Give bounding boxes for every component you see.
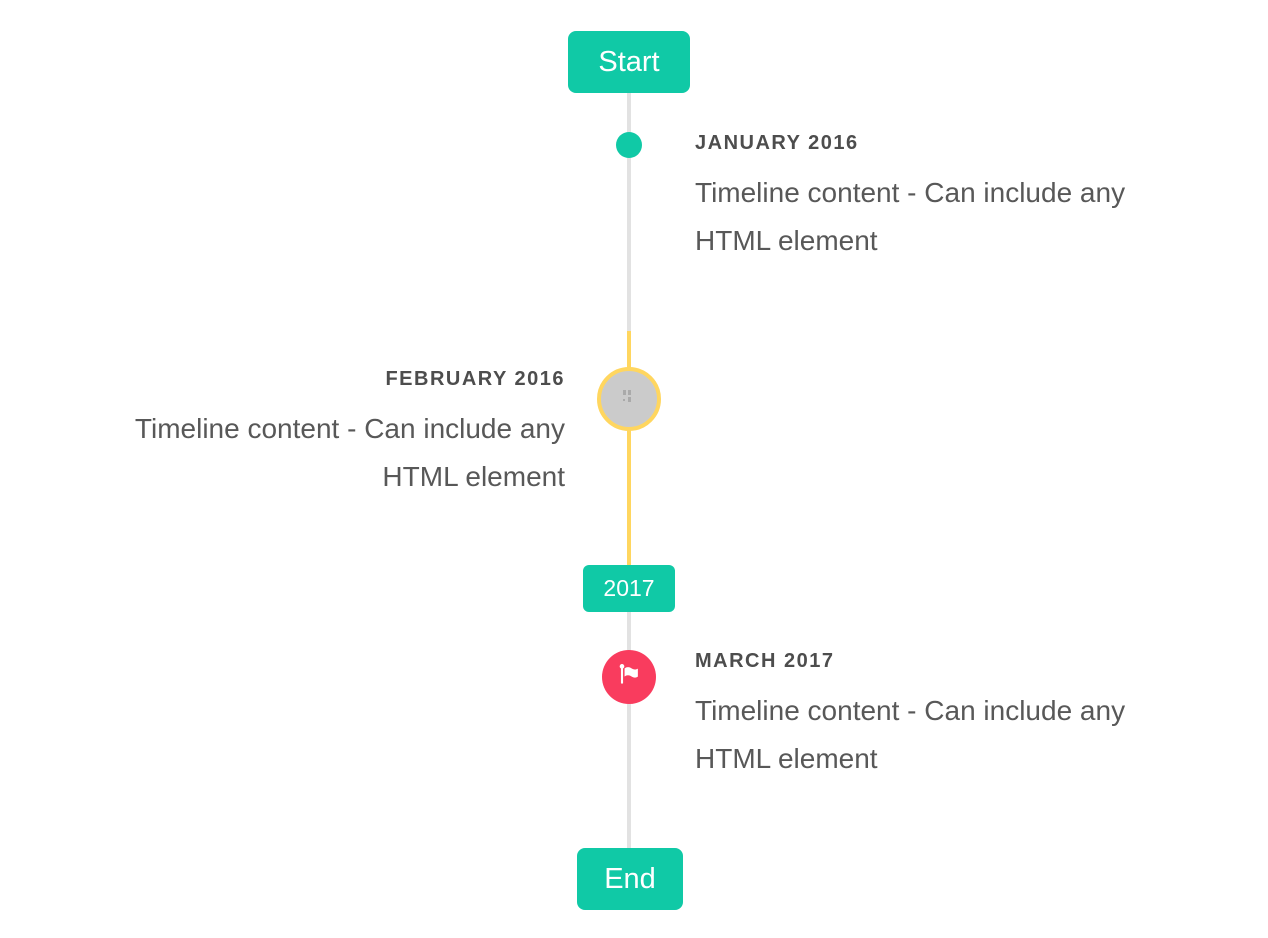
timeline-year-badge[interactable]: 2017	[583, 565, 675, 612]
broken-image-icon	[619, 388, 639, 410]
content-line: HTML element	[382, 461, 565, 492]
content-line: HTML element	[695, 743, 878, 774]
timeline-item-content: Timeline content - Can include any HTML …	[695, 169, 1225, 265]
timeline-marker-image-february	[597, 367, 661, 431]
content-line: Timeline content - Can include any	[695, 177, 1126, 208]
timeline-item-january: JANUARY 2016 Timeline content - Can incl…	[695, 131, 1225, 265]
timeline-marker-dot-january	[616, 132, 642, 158]
content-line: HTML element	[695, 225, 878, 256]
timeline-item-title: FEBRUARY 2016	[385, 368, 565, 390]
content-line: Timeline content - Can include any	[695, 695, 1126, 726]
timeline-item-content: Timeline content - Can include any HTML …	[695, 687, 1225, 783]
timeline-start-badge[interactable]: Start	[568, 31, 690, 93]
timeline-item-title: JANUARY 2016	[695, 132, 859, 154]
flag-icon	[615, 661, 643, 694]
content-line: Timeline content - Can include any	[134, 413, 565, 444]
timeline-line-top	[627, 93, 631, 331]
timeline-item-february: FEBRUARY 2016 Timeline content - Can inc…	[25, 367, 565, 501]
timeline-end-badge[interactable]: End	[577, 848, 683, 910]
timeline-line-highlighted	[627, 331, 631, 565]
timeline-line-bottom	[627, 612, 631, 848]
timeline-item-march: MARCH 2017 Timeline content - Can includ…	[695, 649, 1225, 783]
timeline-item-title: MARCH 2017	[695, 650, 835, 672]
timeline-item-content: Timeline content - Can include any HTML …	[25, 405, 565, 501]
timeline-marker-flag-march	[602, 650, 656, 704]
